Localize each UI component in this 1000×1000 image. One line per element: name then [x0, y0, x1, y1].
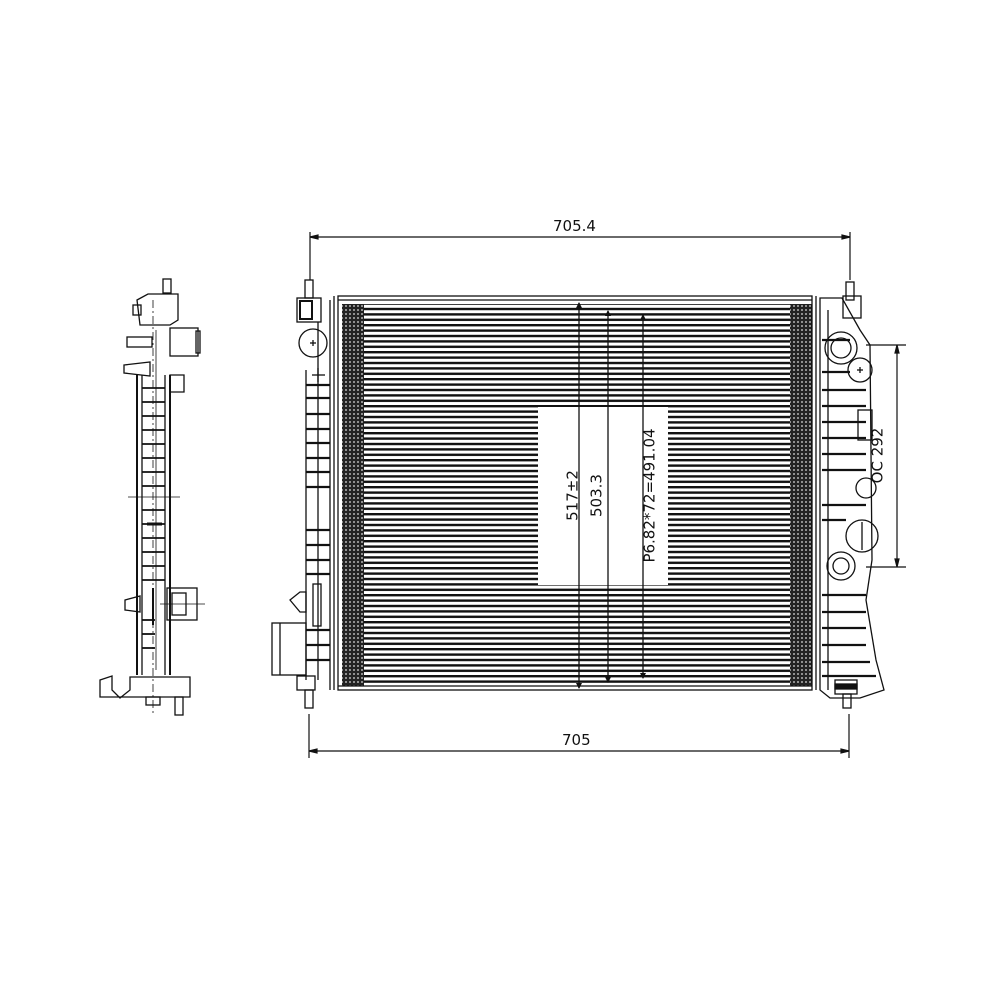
core-fins-right — [790, 304, 812, 686]
right-tank — [819, 281, 885, 709]
dimension-core-height: 503.3 — [587, 474, 606, 517]
left-tank — [271, 279, 331, 709]
dimension-overall-height: 517±2 — [563, 470, 582, 521]
dimension-lines — [308, 232, 906, 758]
dimension-overall-width-top: 705.4 — [553, 217, 596, 235]
core-fins-left — [342, 304, 364, 686]
label-window — [538, 407, 668, 585]
front-view — [271, 279, 885, 709]
side-view — [99, 278, 205, 716]
dimension-outlet-centers: OC 292 — [868, 427, 887, 484]
dimension-tube-pitch: P6.82*72=491.04 — [640, 428, 659, 563]
dimension-overall-width-bottom: 705 — [562, 731, 591, 749]
